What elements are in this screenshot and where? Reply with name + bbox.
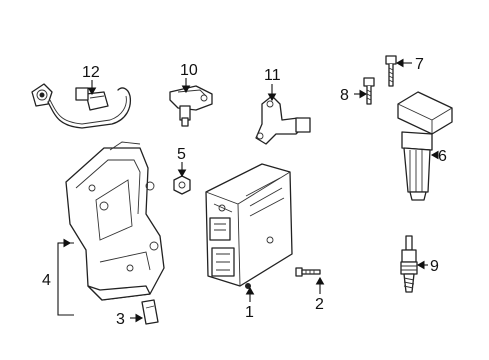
bolt-7 [385,55,397,87]
callout-3: 3 [116,311,125,328]
callout-12: 12 [82,64,100,81]
nut-5 [173,175,191,195]
engine-control-module [205,163,293,289]
leader-lines [57,58,439,323]
callout-8: 8 [340,87,349,104]
bolt-8 [363,77,375,105]
knock-sensor-harness [31,83,132,129]
callout-11: 11 [264,67,281,84]
ignition-coil [397,91,453,201]
bolt-2 [295,267,321,277]
crankshaft-sensor [255,95,311,145]
callout-1: 1 [245,304,254,321]
ecm-bracket [65,141,165,301]
callout-2: 2 [315,296,324,313]
spark-plug [400,235,418,293]
callout-7: 7 [415,56,424,73]
callout-labels: 12 10 11 7 8 6 9 5 4 3 1 2 [42,56,447,328]
callout-4: 4 [42,272,51,289]
camshaft-sensor [169,85,213,127]
callout-9: 9 [430,258,439,275]
callout-10: 10 [180,62,198,79]
callout-6: 6 [438,148,447,165]
callout-5: 5 [177,146,186,163]
clip-3 [141,299,159,325]
